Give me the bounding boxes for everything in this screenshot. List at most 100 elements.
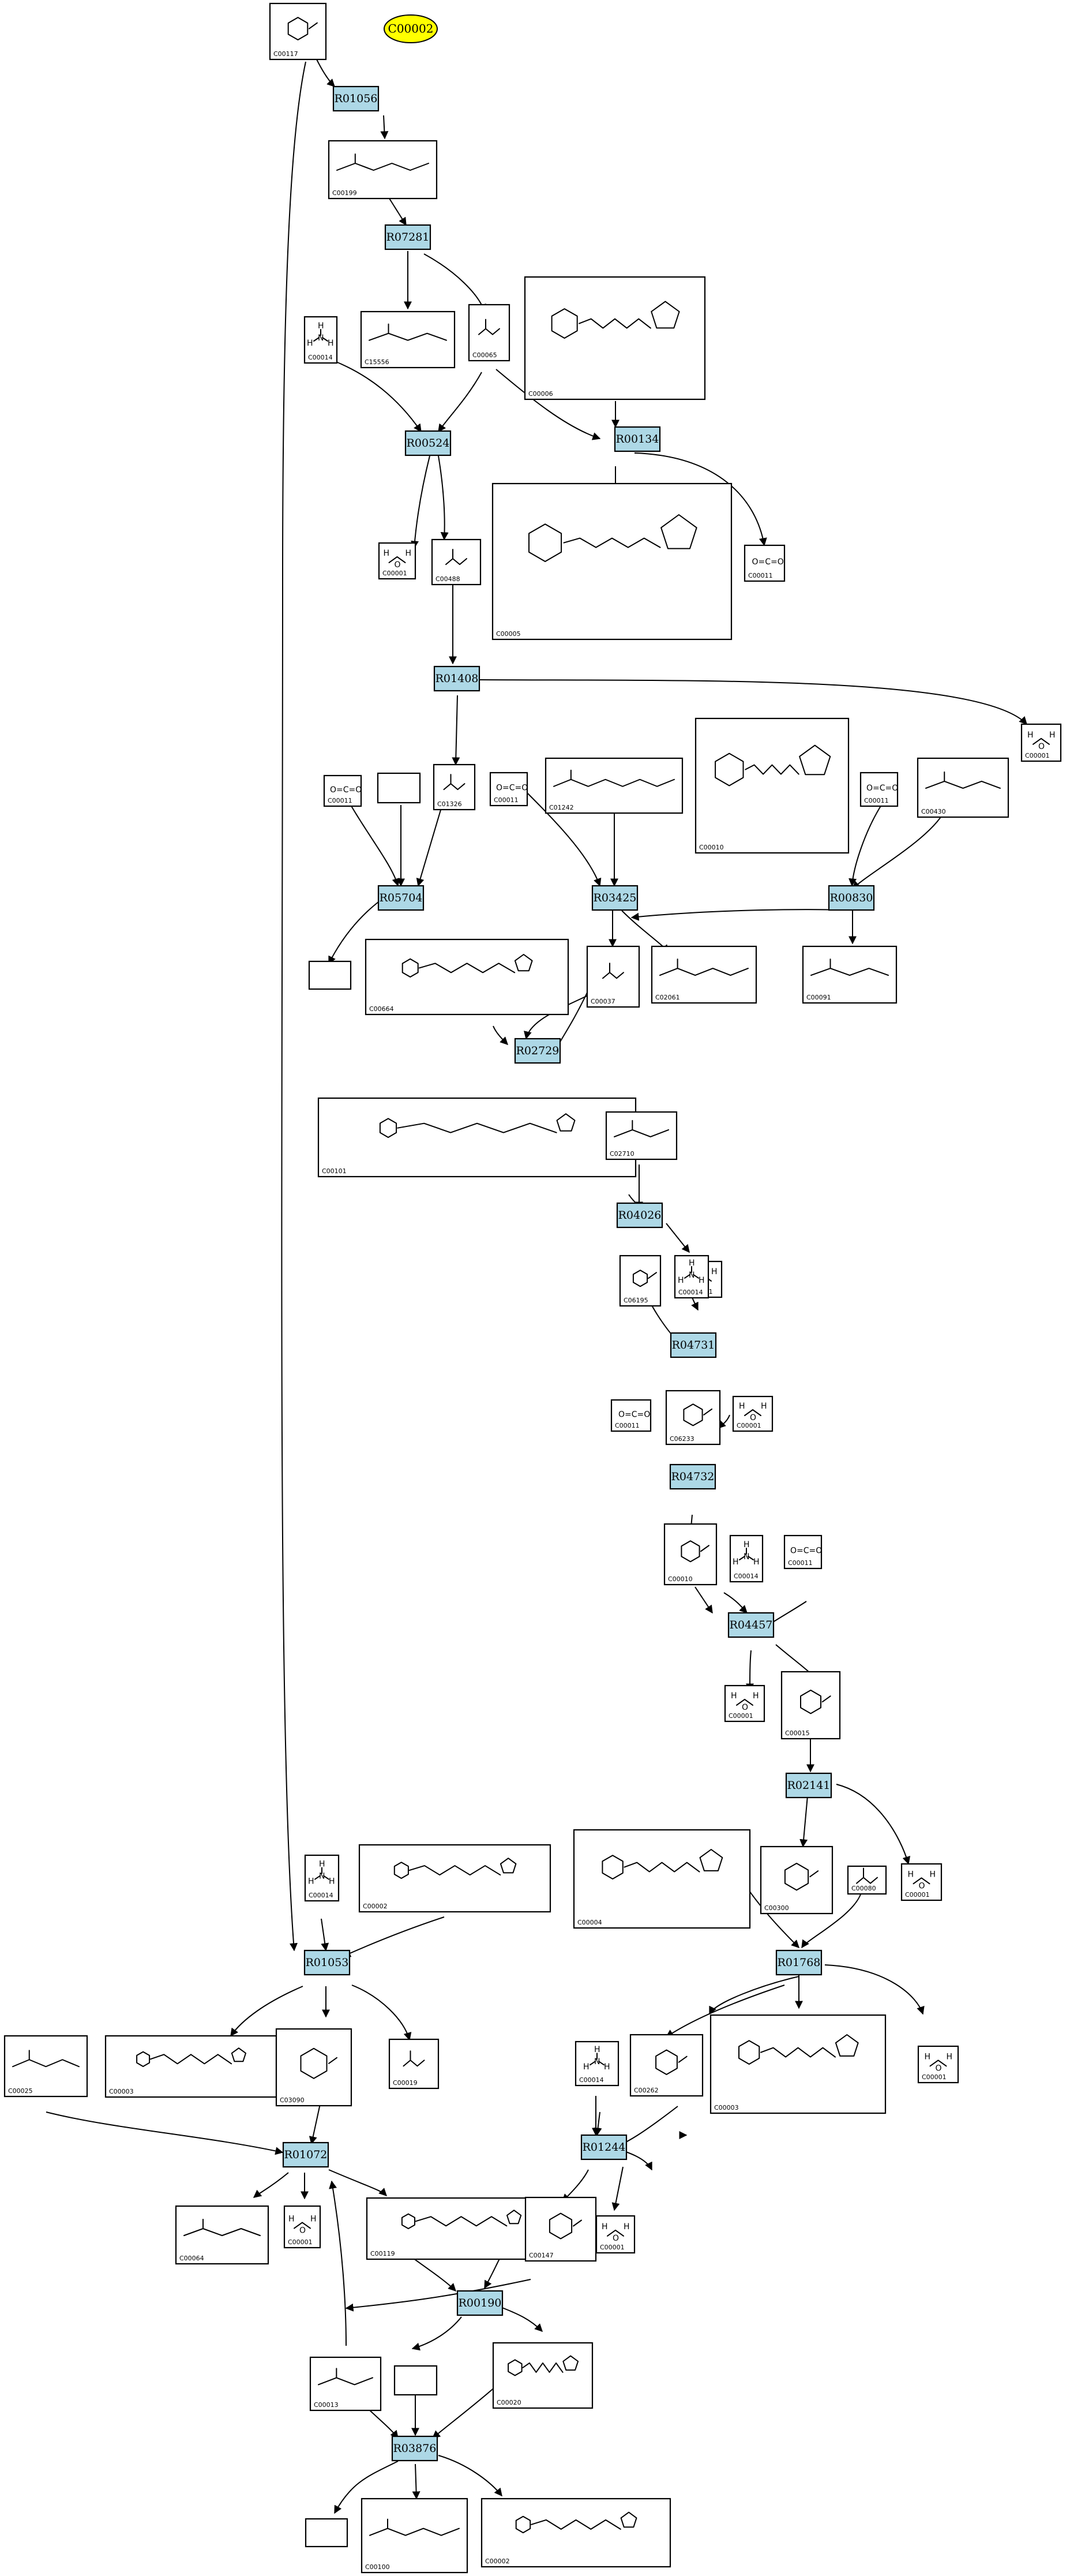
compound-c00065[interactable]: C00065	[468, 304, 510, 362]
reaction-r04731[interactable]: R04731	[670, 1332, 717, 1358]
reaction-r01244[interactable]: R01244	[580, 2134, 628, 2161]
reaction-r04457[interactable]: R04457	[727, 1612, 775, 1638]
compound-box[interactable]	[780, 1671, 841, 1740]
compound-c00005[interactable]: C00005	[491, 482, 733, 641]
compound-box[interactable]	[393, 2365, 438, 2396]
compound-box[interactable]	[575, 2040, 620, 2087]
compound-c00015[interactable]: C00015	[780, 1671, 841, 1740]
reaction-box[interactable]	[332, 85, 380, 112]
compound-box[interactable]	[491, 482, 733, 641]
compound-c00664[interactable]: C00664	[365, 938, 569, 1016]
compound-c00262[interactable]: C00262	[629, 2034, 704, 2097]
compound-box[interactable]	[1020, 723, 1062, 762]
compound-c00004[interactable]: C00004	[573, 1829, 751, 1929]
reaction-box[interactable]	[303, 1949, 351, 1976]
compound-box[interactable]	[323, 774, 362, 807]
compound-box[interactable]	[317, 1097, 637, 1178]
compound-unlabeled[interactable]	[308, 960, 352, 990]
compound-box[interactable]	[665, 1390, 721, 1446]
reaction-box[interactable]	[433, 665, 480, 692]
reaction-r02729[interactable]: R02729	[514, 1038, 561, 1064]
reaction-box[interactable]	[669, 1463, 716, 1490]
compound-c00013[interactable]: C00013	[309, 2356, 382, 2412]
compound-box[interactable]	[744, 544, 786, 582]
compound-box[interactable]	[917, 2045, 959, 2084]
compound-box[interactable]	[492, 2342, 594, 2409]
reaction-box[interactable]	[591, 885, 639, 911]
compound-box[interactable]	[269, 2, 327, 61]
compound-box[interactable]	[275, 2028, 352, 2107]
compound-c00006[interactable]: C00006	[524, 276, 706, 400]
compound-c00101[interactable]: C00101	[317, 1097, 637, 1178]
compound-box[interactable]	[360, 310, 456, 369]
reaction-box[interactable]	[616, 1202, 663, 1229]
compound-box[interactable]	[729, 1534, 764, 1583]
compound-c00117[interactable]: C00117	[269, 2, 327, 61]
reaction-r00524[interactable]: R00524	[404, 430, 452, 456]
compound-box[interactable]	[610, 1399, 652, 1432]
reaction-box[interactable]	[404, 430, 452, 456]
compound-box[interactable]	[304, 1854, 340, 1902]
highlight-ellipse[interactable]	[384, 14, 438, 43]
reaction-box[interactable]	[391, 2435, 438, 2462]
compound-box[interactable]	[377, 772, 421, 804]
reaction-r00830[interactable]: R00830	[828, 885, 875, 911]
compound-box[interactable]	[663, 1523, 718, 1586]
compound-box[interactable]	[361, 2498, 468, 2574]
compound-c01242[interactable]: C01242	[545, 757, 684, 814]
reaction-r00190[interactable]: R00190	[456, 2290, 504, 2316]
compound-box[interactable]	[366, 2197, 557, 2260]
compound-c06233[interactable]: C06233	[665, 1390, 721, 1446]
reaction-box[interactable]	[377, 885, 425, 911]
compound-c00300[interactable]: C00300	[760, 1845, 834, 1915]
reaction-box[interactable]	[456, 2290, 504, 2316]
compound-c00020[interactable]: C00020	[492, 2342, 594, 2409]
compound-box[interactable]	[378, 542, 416, 580]
reaction-box[interactable]	[282, 2141, 329, 2168]
compound-c15556[interactable]: C15556	[360, 310, 456, 369]
compound-box[interactable]	[900, 1863, 943, 1901]
compound-box[interactable]	[308, 960, 352, 990]
compound-c00080[interactable]: C00080	[847, 1865, 887, 1895]
compound-box[interactable]	[365, 938, 569, 1016]
compound-box[interactable]	[468, 304, 510, 362]
compound-c00003[interactable]: C00003	[104, 2035, 277, 2098]
reaction-r02141[interactable]: R02141	[785, 1772, 832, 1799]
compound-c00019[interactable]: C00019	[388, 2038, 440, 2090]
reaction-box[interactable]	[614, 426, 661, 452]
compound-box[interactable]	[595, 2215, 636, 2254]
reaction-r01056[interactable]: R01056	[332, 85, 380, 112]
reaction-r04732[interactable]: R04732	[669, 1463, 716, 1490]
reaction-box[interactable]	[785, 1772, 832, 1799]
compound-c01326[interactable]: C01326	[433, 763, 476, 811]
compound-c00100[interactable]: C00100	[361, 2498, 468, 2574]
compound-box[interactable]	[783, 1534, 823, 1570]
compound-c00091[interactable]: C00091	[802, 945, 898, 1004]
reaction-r01053[interactable]: R01053	[303, 1949, 351, 1976]
compound-box[interactable]	[586, 945, 640, 1008]
compound-box[interactable]	[283, 2205, 321, 2249]
reaction-r07281[interactable]: R07281	[384, 224, 431, 250]
compound-c00010[interactable]: C00010	[663, 1523, 718, 1586]
compound-box[interactable]	[489, 772, 528, 807]
reaction-r01072[interactable]: R01072	[282, 2141, 329, 2168]
compound-box[interactable]	[674, 1255, 709, 1299]
compound-box[interactable]	[802, 945, 898, 1004]
compound-c00002[interactable]: C00002	[358, 1844, 551, 1913]
reaction-box[interactable]	[580, 2134, 628, 2161]
highlight-node[interactable]: C00002	[384, 14, 438, 43]
compound-box[interactable]	[358, 1844, 551, 1913]
compound-c00147[interactable]: C00147	[524, 2196, 597, 2262]
